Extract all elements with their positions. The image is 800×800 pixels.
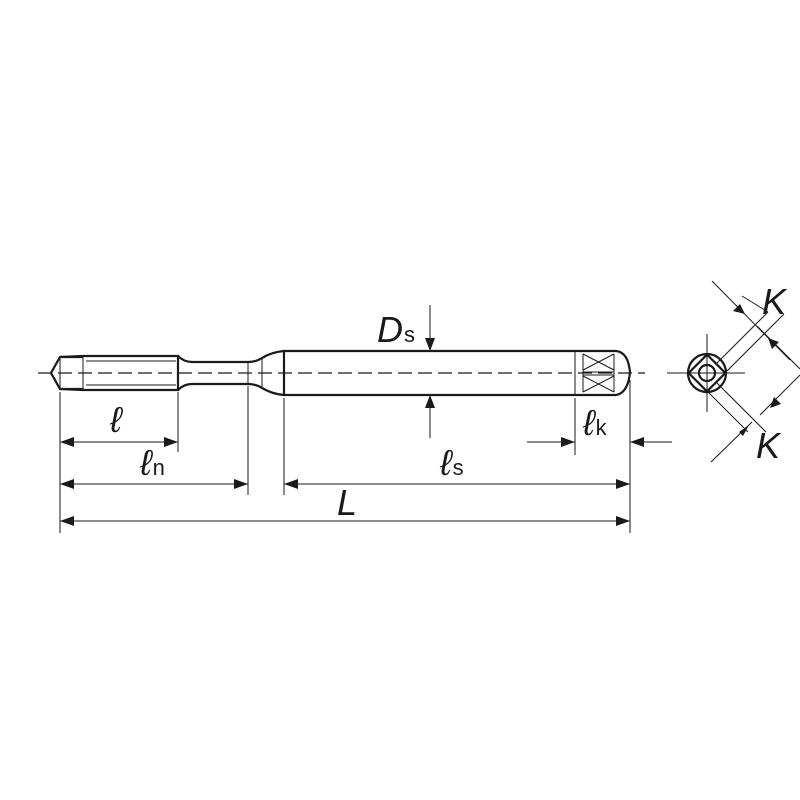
tap-end-view: K K — [667, 280, 800, 466]
ds-label: Ds — [377, 309, 415, 350]
ls-label: ℓs — [439, 442, 464, 483]
extension-lines — [59, 380, 631, 533]
dim-L: L — [60, 482, 630, 526]
dim-ls: ℓs — [284, 442, 630, 489]
dim-ln: ℓn — [60, 442, 248, 489]
tap-neck — [177, 349, 285, 397]
l-label: ℓ — [109, 399, 124, 440]
K-bottom-label: K — [756, 425, 782, 466]
inner-circle — [697, 363, 717, 383]
K-top-label: K — [762, 281, 788, 322]
L-label: L — [337, 482, 357, 523]
ln-label: ℓn — [139, 442, 165, 483]
tap-side-view — [38, 349, 645, 397]
dim-lk: ℓk — [527, 402, 672, 447]
dim-ds: Ds — [377, 305, 435, 438]
lk-label: ℓk — [582, 402, 608, 443]
tap-shank — [282, 349, 632, 397]
dim-l: ℓ — [60, 399, 178, 447]
